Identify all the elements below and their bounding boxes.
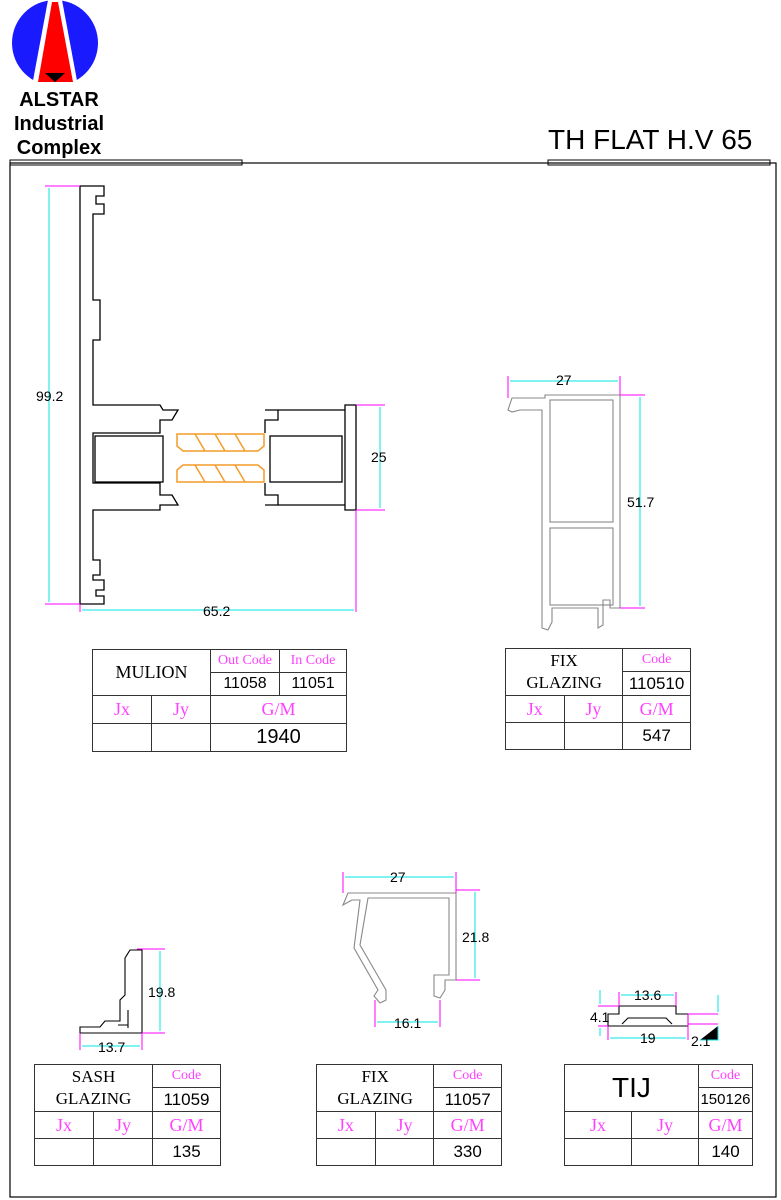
tij-dimensions: 13.6 4.1 19 2.1 — [590, 987, 719, 1049]
mulion-width-dim: 65.2 — [203, 603, 230, 619]
code-value: 150126 — [698, 1087, 753, 1112]
fix-glazing-1-height-dim: 51.7 — [627, 494, 654, 510]
gm-label: G/M — [152, 1111, 221, 1139]
name-line-2: GLAZING — [526, 673, 602, 692]
mulion-spec-table: MULION Out Code In Code 11058 11051 Jx J… — [92, 649, 347, 752]
sash-width-dim: 13.7 — [98, 1039, 125, 1055]
code-label: Code — [433, 1064, 502, 1088]
jy-label: Jy — [631, 1111, 699, 1139]
logo-text-complex: Complex — [16, 137, 102, 159]
header-rule-right — [547, 159, 771, 166]
tij-width-dim: 19 — [640, 1030, 656, 1046]
name-line-1: FIX — [550, 651, 578, 670]
jx-label: Jx — [564, 1111, 632, 1139]
in-code-label: In Code — [279, 649, 347, 673]
jx-value — [34, 1138, 94, 1166]
mulion-profile — [79, 185, 357, 605]
code-label: Code — [698, 1064, 753, 1088]
sash-glazing-dimensions: 19.8 13.7 — [79, 948, 175, 1055]
jy-value — [563, 722, 624, 750]
jy-value — [93, 1138, 153, 1166]
fix-glazing-2-width-dim: 27 — [390, 869, 406, 885]
gm-value: 140 — [698, 1138, 753, 1166]
jy-label: Jy — [93, 1111, 153, 1139]
name-line-2: GLAZING — [55, 1089, 132, 1108]
logo-text-industrial: Industrial — [13, 113, 104, 135]
profile-name: FIX GLAZING — [315, 1064, 435, 1112]
tij-top-dim: 13.6 — [634, 987, 661, 1003]
drawing-title: TH FLAT H.V 65 — [548, 124, 753, 155]
sash-height-dim: 19.8 — [148, 984, 175, 1000]
jx-label: Jx — [316, 1111, 376, 1139]
fix-glazing-2-bottom-dim: 16.1 — [394, 1015, 421, 1031]
jx-label: Jx — [34, 1111, 94, 1139]
tij-spec-table: TIJ Code 150126 Jx Jy G/M 140 — [564, 1064, 753, 1166]
mulion-depth-dim: 25 — [371, 449, 387, 465]
fix-glazing-2-dimensions: 27 21.8 16.1 — [342, 869, 489, 1031]
gm-label: G/M — [622, 695, 691, 723]
name-line-1: FIX — [361, 1067, 389, 1086]
fix-glazing-2-height-dim: 21.8 — [462, 929, 489, 945]
mulion-dimensions: 99.2 65.2 25 — [36, 185, 387, 619]
jy-label: Jy — [563, 695, 624, 723]
tij-thickness-dim: 4.1 — [590, 1009, 610, 1025]
jx-value — [92, 723, 152, 752]
fix-glazing-1-width-dim: 27 — [556, 372, 572, 388]
mulion-height-dim: 99.2 — [36, 388, 63, 404]
tij-lip-dim: 2.1 — [691, 1033, 711, 1049]
code-value: 11057 — [433, 1087, 502, 1112]
fix-glazing-1-dimensions: 27 51.7 — [507, 372, 654, 609]
profile-name: TIJ — [564, 1064, 699, 1112]
jy-value — [374, 1138, 435, 1166]
name-line-1: SASH — [71, 1067, 116, 1086]
gm-value: 1940 — [210, 723, 347, 752]
gm-value: 135 — [152, 1138, 221, 1166]
jy-label: Jy — [374, 1111, 435, 1139]
gm-label: G/M — [433, 1111, 502, 1139]
logo-emblem — [12, 0, 98, 86]
gm-label: G/M — [210, 695, 347, 724]
gm-value: 547 — [622, 722, 691, 750]
gm-label: G/M — [698, 1111, 753, 1139]
jx-value — [316, 1138, 376, 1166]
code-value: 110510 — [622, 671, 691, 696]
fix-glazing-1-profile — [507, 394, 621, 631]
sash-glazing-spec-table: SASH GLAZING Code 11059 Jx Jy G/M 135 — [34, 1064, 221, 1166]
name-line-2: GLAZING — [337, 1089, 413, 1108]
jx-value — [564, 1138, 632, 1166]
out-code-label: Out Code — [210, 649, 280, 673]
fix-glazing-2-profile — [341, 892, 457, 1004]
out-code-value: 11058 — [210, 672, 280, 696]
mulion-name: MULION — [92, 649, 211, 696]
fix-glazing-1-spec-table: FIX GLAZING Code 110510 Jx Jy G/M 547 — [504, 648, 691, 750]
in-code-value: 11051 — [279, 672, 347, 696]
fix-glazing-2-spec-table: FIX GLAZING Code 11057 Jx Jy G/M 330 — [315, 1064, 502, 1166]
sash-glazing-profile — [79, 949, 143, 1034]
jy-value — [151, 723, 211, 752]
tij-profile — [607, 1005, 689, 1027]
jx-label: Jx — [505, 695, 565, 723]
code-label: Code — [152, 1064, 221, 1088]
gm-value: 330 — [433, 1138, 502, 1166]
jx-value — [505, 722, 565, 750]
sheet-border — [9, 162, 777, 1198]
jx-label: Jx — [92, 695, 152, 724]
header-rule-left — [9, 159, 243, 166]
code-label: Code — [622, 648, 691, 672]
code-value: 11059 — [152, 1087, 221, 1112]
profile-name: SASH GLAZING — [34, 1064, 153, 1112]
jy-label: Jy — [151, 695, 211, 724]
logo-text-alstar: ALSTAR — [19, 89, 99, 111]
profile-name: FIX GLAZING — [504, 648, 624, 696]
thermal-break-strips — [176, 433, 265, 483]
jy-value — [631, 1138, 699, 1166]
